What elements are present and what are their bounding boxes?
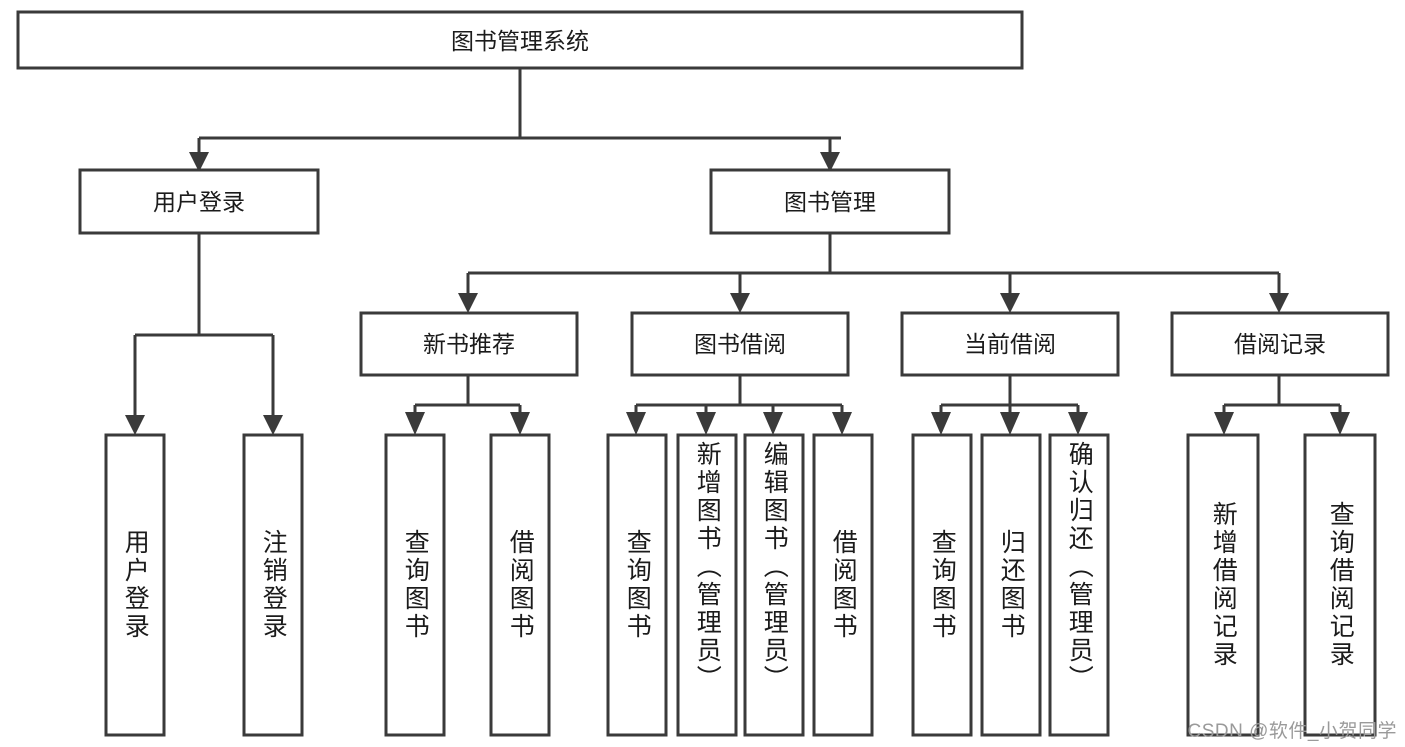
leaf-box-borrow-borrow[interactable]	[812, 433, 874, 737]
leaf-box-record-add[interactable]	[1186, 433, 1260, 737]
node-book-management[interactable]: 图书管理	[709, 168, 951, 235]
connector-record-to-leaves	[1214, 375, 1350, 435]
csdn-watermark: CSDN @软件_小贺同学	[1187, 721, 1397, 742]
leaf-box-record-query[interactable]	[1303, 433, 1377, 737]
leaf-box-user-login-logout[interactable]	[242, 433, 304, 737]
node-book-borrow-label: 图书借阅	[694, 331, 786, 357]
node-book-borrow[interactable]: 图书借阅	[630, 311, 850, 377]
node-borrow-record-label: 借阅记录	[1234, 331, 1326, 357]
node-user-login-label: 用户登录	[153, 189, 245, 215]
leaf-box-recommend-query[interactable]	[384, 433, 446, 737]
node-new-book-recommend[interactable]: 新书推荐	[359, 311, 579, 377]
node-book-management-label: 图书管理	[784, 189, 876, 215]
node-new-book-recommend-label: 新书推荐	[423, 331, 515, 357]
node-current-borrow[interactable]: 当前借阅	[900, 311, 1120, 377]
connector-userlogin-to-leaves	[125, 233, 283, 435]
connector-borrow-to-leaves	[626, 375, 852, 435]
node-borrow-record[interactable]: 借阅记录	[1170, 311, 1390, 377]
leaf-box-borrow-query[interactable]	[606, 433, 668, 737]
leaf-box-recommend-borrow[interactable]	[489, 433, 551, 737]
leaf-box-current-confirm[interactable]	[1048, 433, 1110, 737]
connector-bookmgmt-to-level3	[458, 233, 1289, 313]
node-current-borrow-label: 当前借阅	[964, 331, 1056, 357]
leaf-box-current-return[interactable]	[980, 433, 1042, 737]
connector-recommend-to-leaves	[405, 375, 530, 435]
leaf-box-borrow-edit[interactable]	[743, 433, 805, 737]
node-root-system-label: 图书管理系统	[451, 28, 589, 54]
leaf-box-borrow-add[interactable]	[676, 433, 738, 737]
node-root-system[interactable]: 图书管理系统	[16, 10, 1024, 70]
leaf-box-current-query[interactable]	[911, 433, 973, 737]
leaf-box-user-login-login[interactable]	[104, 433, 166, 737]
connector-root-to-level2	[189, 68, 841, 172]
connector-current-to-leaves	[931, 375, 1088, 435]
node-user-login[interactable]: 用户登录	[78, 168, 320, 235]
